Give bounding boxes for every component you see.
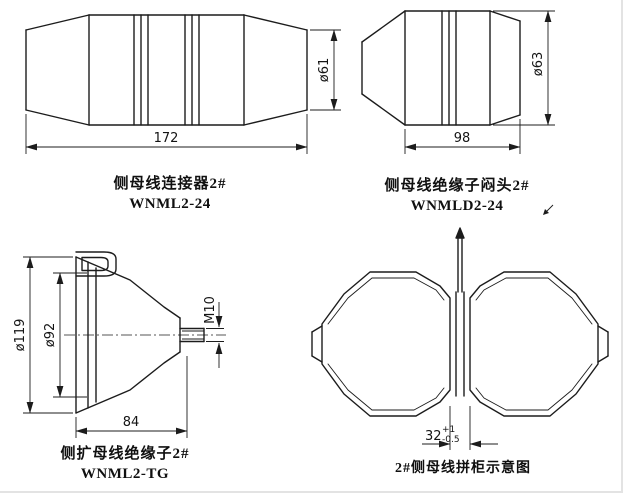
blind-head-title: 侧母线绝缘子闷头2# (384, 178, 530, 194)
connector-diameter-dim-text: ø61 (317, 58, 332, 83)
assembly-right-barrel (469, 271, 609, 417)
flare-insulator-drawing: ø119 ø92 M10 84 (8, 240, 243, 450)
connector-model: WNML2-24 (129, 196, 211, 212)
flare-outer-diameter-dimension (23, 256, 73, 414)
blind-head-length-dim-text: 98 (454, 131, 471, 146)
flare-inner-diameter-dimension (53, 272, 87, 398)
connector-title: 侧母线连接器2# (113, 176, 227, 192)
assembly-gap-tolerance-plus-text: +1 (442, 425, 455, 435)
flare-insulator-outline (75, 251, 205, 414)
connector-caption: 侧母线连接器2# WNML2-24 (60, 174, 280, 214)
flare-inner-diameter-dim-text: ø92 (43, 323, 58, 348)
flare-stub-thread-lines (182, 330, 204, 340)
blind-head-diameter-dim-text: ø63 (531, 52, 546, 77)
stray-arrow-mark (540, 202, 556, 223)
connector-diameter-dimension (310, 29, 341, 111)
flare-insulator-caption: 侧扩母线绝缘子2# WNML2-TG (30, 444, 220, 484)
assembly-pin (455, 227, 465, 293)
assembly-gap-tolerance-minus-text: -0.5 (442, 435, 460, 445)
assembly-gap-dim-text: 32 (425, 429, 442, 444)
connector-outline (25, 14, 308, 126)
flare-length-dimension (75, 356, 188, 438)
flare-thread-dim-text: M10 (203, 296, 218, 324)
connector-length-dimension (25, 114, 308, 154)
assembly-gap-dimension (422, 406, 498, 450)
blind-head-model: WNMLD2-24 (410, 198, 504, 214)
flare-outer-diameter-dim-text: ø119 (13, 319, 28, 352)
blind-head-drawing: 98 ø63 (350, 2, 565, 167)
assembly-title: 2#侧母线拼柜示意图 (395, 461, 531, 476)
blind-head-outline (361, 10, 521, 126)
assembly-drawing: 32 +1 -0.5 (298, 222, 620, 465)
assembly-left-barrel (311, 271, 451, 417)
blind-head-caption: 侧母线绝缘子闷头2# WNMLD2-24 (352, 176, 562, 216)
connector-length-dim-text: 172 (154, 131, 179, 146)
connector-drawing: 172 ø61 (14, 2, 346, 167)
assembly-caption: 2#侧母线拼柜示意图 (368, 460, 558, 478)
flare-insulator-model: WNML2-TG (80, 466, 170, 482)
flare-thread-dimension (206, 302, 224, 368)
flare-length-dim-text: 84 (123, 415, 140, 430)
assembly-center-flange (455, 291, 465, 397)
blind-head-diameter-dimension (493, 10, 555, 126)
flare-insulator-title: 侧扩母线绝缘子2# (60, 446, 190, 462)
